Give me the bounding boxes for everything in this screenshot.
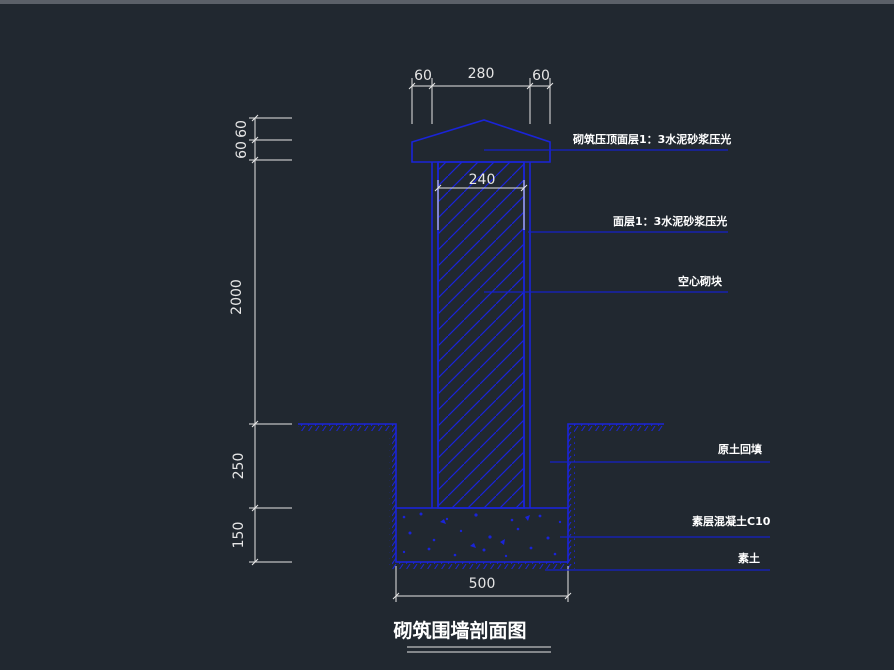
material-labels: 砌筑压顶面层1：3水泥砂浆压光 面层1：3水泥砂浆压光 空心砌块 原土回填 素层… <box>572 132 771 565</box>
trench-right <box>567 423 664 508</box>
dim-top-wall: 280 <box>468 66 495 82</box>
dim-buried: 250 <box>231 453 247 480</box>
dim-top-left: 60 <box>414 68 432 84</box>
title-underline <box>407 646 551 653</box>
trench-left <box>298 423 397 508</box>
label-facing: 面层1：3水泥砂浆压光 <box>613 214 727 228</box>
window-top-border <box>0 0 894 4</box>
dim-top-right: 60 <box>532 68 550 84</box>
label-block: 空心砌块 <box>678 274 723 288</box>
label-concrete: 素层混凝土C10 <box>692 514 771 528</box>
dim-wall-height: 2000 <box>229 279 245 315</box>
dim-left-a: 60 <box>234 120 250 138</box>
hollow-block-core <box>437 161 525 509</box>
dimension-labels: 60 280 60 240 500 60 60 2000 250 150 <box>229 66 550 592</box>
concrete-speckles <box>402 512 562 558</box>
dim-foundation: 150 <box>231 522 247 549</box>
concrete-foundation <box>395 507 569 563</box>
dimension-lines <box>249 78 572 602</box>
dim-core: 240 <box>469 172 496 188</box>
label-backfill: 原土回填 <box>718 442 762 456</box>
dim-bottom: 500 <box>469 576 496 592</box>
ground-hatching <box>298 424 664 569</box>
label-soil: 素土 <box>738 551 760 565</box>
label-coping: 砌筑压顶面层1：3水泥砂浆压光 <box>572 132 731 146</box>
drawing-title: 砌筑围墙剖面图 <box>392 619 526 642</box>
dim-left-b: 60 <box>234 141 250 159</box>
coping-cap <box>411 119 551 163</box>
leader-lines <box>484 149 770 571</box>
